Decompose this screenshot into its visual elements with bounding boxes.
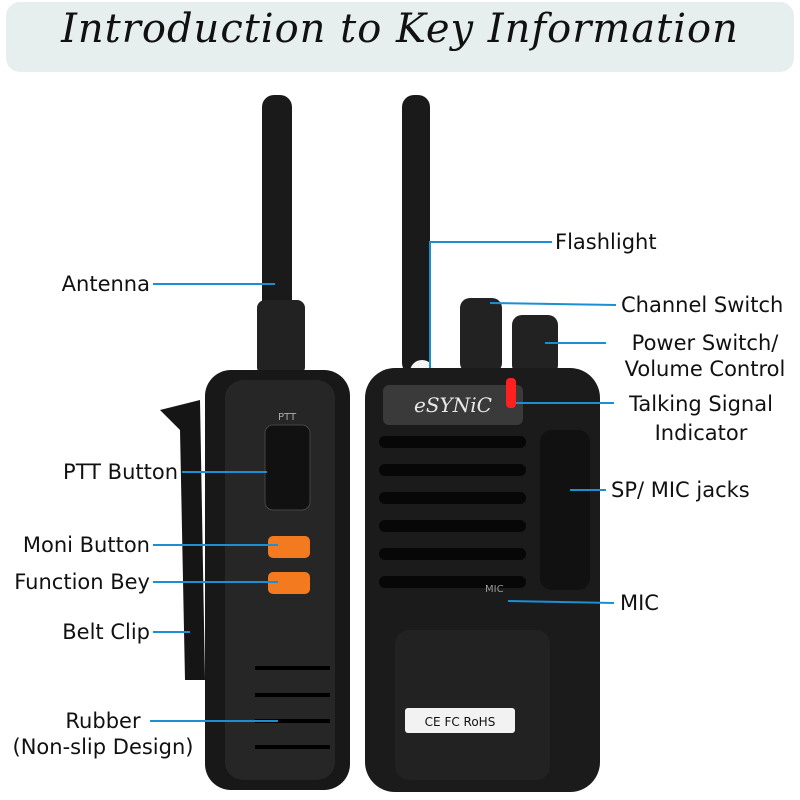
ptt-button xyxy=(264,424,311,511)
function-button xyxy=(268,572,310,594)
label-power-line2: Volume Control xyxy=(624,357,786,381)
title-banner xyxy=(6,2,794,72)
label-belt-clip: Belt Clip xyxy=(62,620,150,644)
volume-knob xyxy=(512,315,558,375)
label-rubber-line2: (Non-slip Design) xyxy=(12,735,194,759)
label-power-volume: Power Switch/ Volume Control xyxy=(608,330,800,382)
label-mic: MIC xyxy=(620,591,659,615)
sp-mic-jack-cover xyxy=(540,430,590,590)
label-rubber-line1: Rubber xyxy=(65,709,141,733)
label-moni-button: Moni Button xyxy=(22,533,150,557)
label-sp-mic-jacks: SP/ MIC jacks xyxy=(611,478,750,502)
front-view-radio: eSYNiC MIC CE FC RoHS xyxy=(365,95,600,792)
label-flashlight: Flashlight xyxy=(555,230,657,254)
ptt-text: PTT xyxy=(278,412,297,423)
mic-text: MIC xyxy=(485,584,504,595)
leader-lines xyxy=(150,241,617,722)
label-channel-switch: Channel Switch xyxy=(621,293,784,317)
channel-knob xyxy=(460,298,502,373)
side-view-radio: PTT xyxy=(160,95,350,790)
brand-logo: eSYNiC xyxy=(414,393,492,417)
certification-label xyxy=(405,708,515,733)
label-talking-line1: Talking Signal xyxy=(629,392,773,416)
talking-indicator xyxy=(506,378,516,408)
label-ptt-button: PTT Button xyxy=(63,460,178,484)
moni-button xyxy=(268,536,310,558)
label-rubber: Rubber (Non-slip Design) xyxy=(0,708,206,760)
label-power-line1: Power Switch/ xyxy=(631,331,779,355)
certification-text: CE FC RoHS xyxy=(425,715,496,729)
label-talking-indicator: Talking Signal Indicator xyxy=(616,390,786,448)
label-function-key: Function Bey xyxy=(14,570,150,594)
label-antenna: Antenna xyxy=(61,272,150,296)
page-title: Introduction to Key Information xyxy=(61,6,739,52)
label-talking-line2: Indicator xyxy=(654,421,748,445)
belt-clip xyxy=(160,400,205,680)
